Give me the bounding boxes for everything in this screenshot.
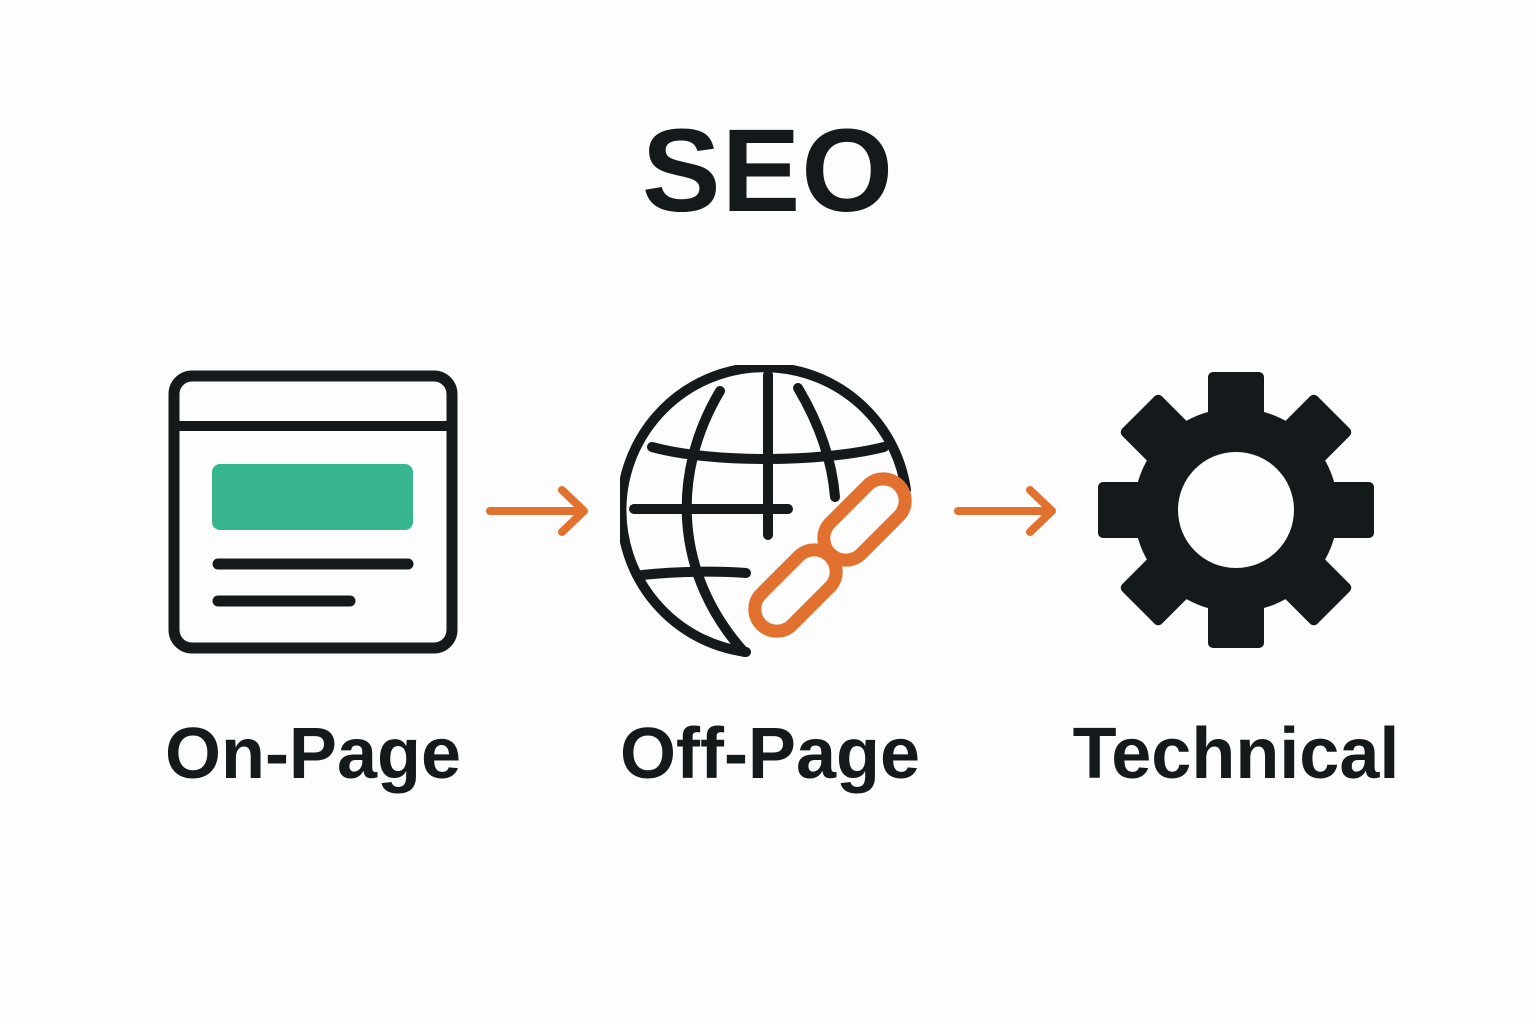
browser-window-icon	[168, 370, 458, 654]
arrow-right-icon	[954, 486, 1056, 536]
step-label-off-page: Off-Page	[619, 714, 921, 794]
diagram-title: SEO	[641, 105, 895, 237]
globe-link-icon	[620, 365, 912, 657]
arrow-right-icon	[486, 486, 588, 536]
step-label-technical: Technical	[1072, 714, 1400, 794]
gear-icon	[1098, 372, 1374, 648]
chain-link-icon	[748, 472, 912, 638]
step-label-on-page: On-Page	[164, 714, 462, 794]
content-block	[212, 464, 413, 530]
